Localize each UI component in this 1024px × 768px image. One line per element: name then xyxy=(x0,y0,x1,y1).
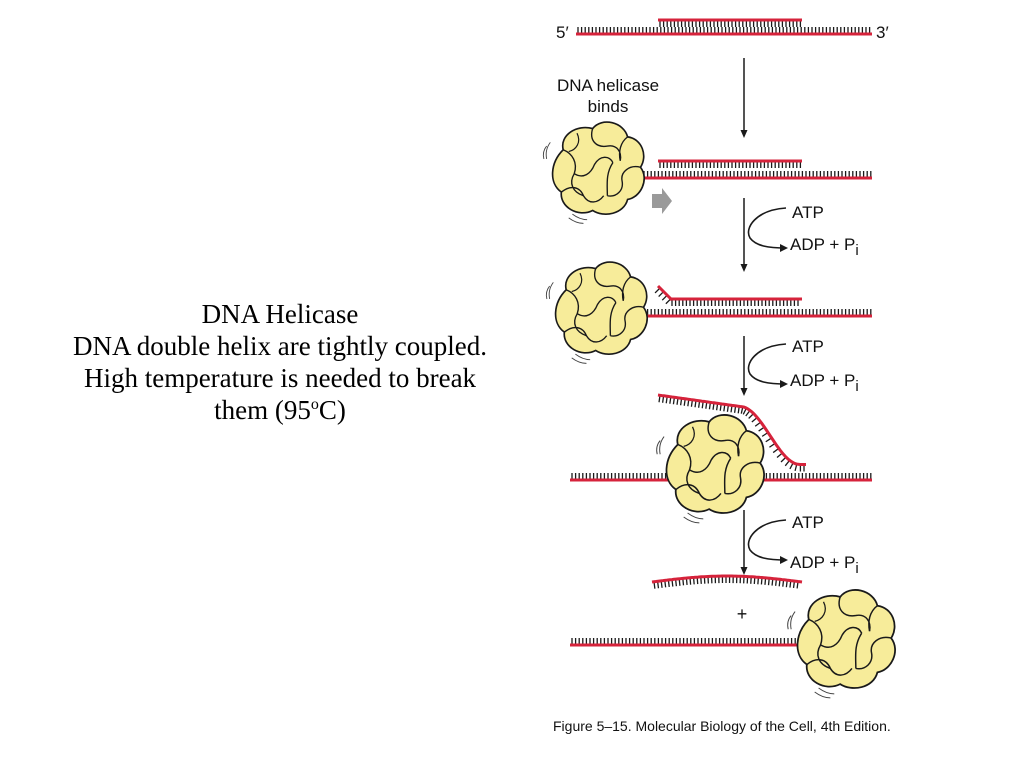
helicase-stage4-motion-left xyxy=(656,436,665,455)
atp-label-3: ATP xyxy=(792,513,824,532)
dna-stage1-top xyxy=(658,18,802,27)
atp-hook-1-head xyxy=(780,244,788,252)
helicase-stage5-body xyxy=(796,589,896,689)
helicase-stage5-motion-bottom xyxy=(814,687,835,699)
slide-line-2: High temperature is needed to break xyxy=(83,363,477,393)
helicase-stage2-body xyxy=(551,121,646,215)
helicase-stage2-motion-marks xyxy=(542,142,588,224)
helicase-binds-label-1: DNA helicase xyxy=(557,76,659,95)
adp-sub-1: i xyxy=(855,242,858,259)
helicase-stage3 xyxy=(545,261,649,364)
arrow-step-1 xyxy=(740,58,748,138)
arrow-step-2-head xyxy=(740,264,748,272)
helicase-stage2-motion-left xyxy=(542,142,551,160)
helicase-stage4-body xyxy=(665,414,765,514)
dna-stage3-top xyxy=(670,297,802,306)
atp-hook-1-curve xyxy=(747,207,787,249)
slide-text: DNA Helicase DNA double helix are tightl… xyxy=(10,298,550,426)
helicase-stage2 xyxy=(542,121,646,224)
degree-sup: o xyxy=(310,396,319,413)
dna-stage2-top-ticks xyxy=(659,161,802,168)
atp-hook-3-curve xyxy=(747,519,787,561)
slide-line-3-suffix: C) xyxy=(318,395,346,425)
figure-caption: Figure 5–15. Molecular Biology of the Ce… xyxy=(553,718,891,734)
helicase-stage3-motion-marks xyxy=(545,282,591,364)
helicase-stage4 xyxy=(656,414,765,524)
dna-stage2-top xyxy=(658,159,802,168)
dna-stage5-free-ticks xyxy=(653,575,799,589)
helicase-stage3-motion-left xyxy=(545,282,554,300)
dna-stage5-free xyxy=(651,574,803,589)
arrow-step-1-head xyxy=(740,130,748,138)
dna-stage1-top-ticks xyxy=(659,20,802,27)
dna-stage3-top-ticks xyxy=(671,299,799,306)
label-5-prime: 5′ xyxy=(556,23,569,42)
atp-label-2: ATP xyxy=(792,337,824,356)
dna-stage3-peel xyxy=(654,284,674,305)
arrow-step-3 xyxy=(740,336,748,396)
adp-sub-3: i xyxy=(855,560,858,577)
motion-arrow-icon xyxy=(652,188,672,214)
plus-sign: + xyxy=(737,604,748,624)
atp-hook-2 xyxy=(747,343,788,388)
atp-hook-3 xyxy=(747,519,788,564)
helicase-stage3-motion-bottom xyxy=(571,353,591,364)
adp-label-3: ADP + Pi xyxy=(790,553,859,577)
atp-hook-3-head xyxy=(780,556,788,564)
helicase-stage2-motion-bottom xyxy=(568,213,588,224)
slide-title: DNA Helicase xyxy=(201,299,359,329)
dna-stage1-bottom xyxy=(576,27,872,36)
adp-sub-2: i xyxy=(855,378,858,395)
helicase-binds-label-2: binds xyxy=(588,97,629,116)
slide-line-3: them (95oC) xyxy=(10,394,550,426)
helicase-stage5-motion-marks xyxy=(787,611,835,699)
arrow-step-4 xyxy=(740,510,748,575)
dna-stage5-free-backbone xyxy=(651,574,803,584)
helicase-proteins xyxy=(542,121,896,699)
atp-hook-1 xyxy=(747,207,788,252)
slide-line-3-prefix: them (95 xyxy=(214,395,311,425)
label-3-prime: 3′ xyxy=(876,23,889,42)
helicase-stage5 xyxy=(787,589,896,699)
adp-label-1: ADP + Pi xyxy=(790,235,859,259)
dna-stage3-peel-ticks xyxy=(654,287,672,305)
arrow-step-4-head xyxy=(740,567,748,575)
dna-stage1-bottom-ticks xyxy=(577,27,871,34)
dna-stage4-displaced-ticks xyxy=(658,395,805,472)
helicase-stage3-body xyxy=(554,261,649,355)
adp-text-3: ADP + P xyxy=(790,553,855,572)
helicase-stage4-motion-marks xyxy=(656,436,704,524)
adp-text-2: ADP + P xyxy=(790,371,855,390)
dna-stage4-displaced xyxy=(657,393,806,472)
atp-hook-2-head xyxy=(780,380,788,388)
helicase-stage4-motion-bottom xyxy=(683,512,704,524)
arrow-step-3-head xyxy=(740,388,748,396)
slide-line-1: DNA double helix are tightly coupled. xyxy=(73,331,487,361)
atp-label-1: ATP xyxy=(792,203,824,222)
dna-stage4-displaced-backbone xyxy=(657,393,806,466)
arrow-step-2 xyxy=(740,198,748,272)
process-arrows xyxy=(652,58,788,575)
dna-stage3-peel-backbone xyxy=(656,284,674,302)
adp-text-1: ADP + P xyxy=(790,235,855,254)
helicase-stage5-motion-left xyxy=(787,611,796,630)
atp-hook-2-curve xyxy=(747,343,787,385)
adp-label-2: ADP + Pi xyxy=(790,371,859,395)
